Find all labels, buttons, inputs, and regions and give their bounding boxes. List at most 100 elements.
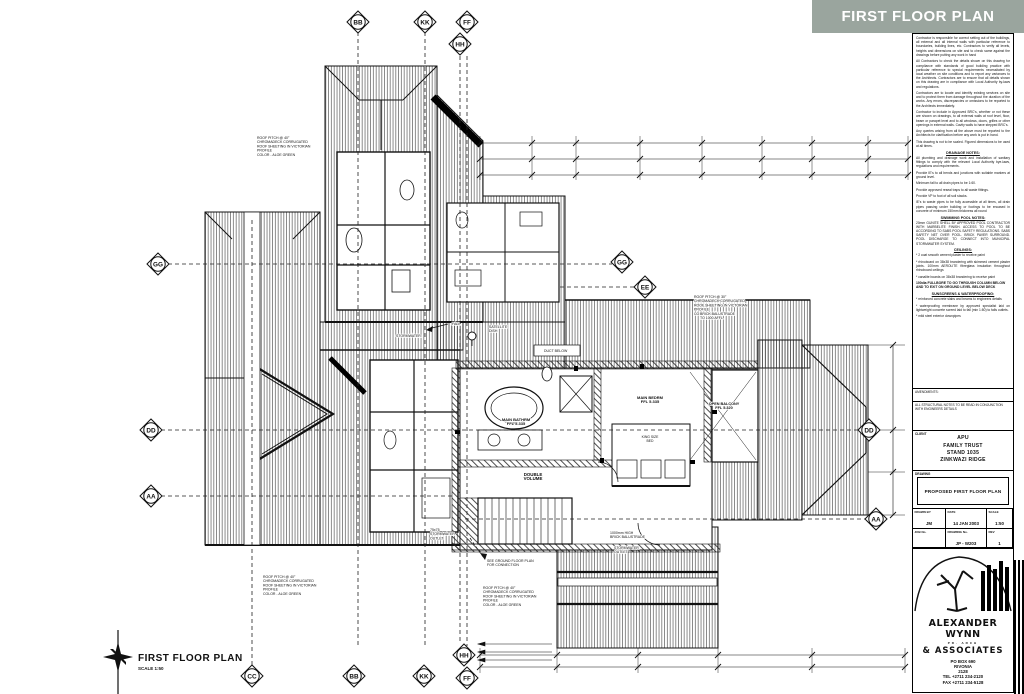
notes-paragraph: * canalite boards on 38x38 brandering to… [916, 274, 995, 279]
plan-annotation: DUCT BELOW [544, 349, 568, 353]
notes-paragraph: * waterproofing membrane by approved spe… [916, 303, 1010, 312]
list-item: FAX +2711 234-5128 [942, 679, 984, 685]
notes-paragraph: All Contractors to check the details sho… [916, 59, 1010, 89]
info-cell-value: JP - W203 [955, 540, 977, 546]
grid-marker-dd: DD [139, 418, 163, 442]
tree-icon [936, 570, 974, 612]
grid-marker-aa: AA [864, 507, 888, 531]
notes-paragraph: Provide IE's to all bends and junctions … [916, 170, 1010, 179]
firm-logo-block: ALEXANDER WYNN PR. ARCH & ASSOCIATES PO … [913, 548, 1013, 692]
svg-text:FF: FF [463, 19, 471, 26]
roof-planes [204, 65, 869, 649]
grid-marker-hh: HH [448, 32, 472, 56]
info-cell-label: DRAWN BY [914, 510, 931, 514]
info-cell-value: JM [925, 521, 933, 526]
plan-title: FIRST FLOOR PLAN [138, 653, 243, 664]
list-item: PO BOX 690 [950, 659, 976, 664]
svg-text:AA: AA [871, 516, 881, 523]
notes-paragraph: This drawing is not to be scaled. Figure… [916, 139, 1010, 148]
title-block-panel: Contractor is responsible for correct se… [912, 33, 1014, 693]
grid-marker-ff: FF [455, 666, 479, 690]
floor-plan-drawing: FIRST FLOOR PLAN SCALE 1:50 ROOF PITCH @… [103, 10, 912, 694]
floor-plan-canvas: FIRST FLOOR PLAN SCALE 1:50 ROOF PITCH @… [103, 10, 912, 694]
grid-marker-bb: BB [346, 10, 370, 34]
firm-tagline: PR. ARCH [947, 641, 979, 645]
svg-text:HH: HH [455, 41, 465, 48]
notes-paragraph: * 2 coat smooth cement plaster to receiv… [916, 253, 985, 258]
info-cell: REV 1 [987, 528, 1013, 548]
grid-marker-gg: GG [146, 252, 170, 276]
notes-paragraph: * reinforced concrete slabs and beams to… [916, 297, 1002, 302]
notes-section-heading: SUNSCREENS & WATERPROOFING: [931, 292, 995, 297]
info-cell: JOB No. [913, 528, 946, 548]
notes-paragraph: * mild steel exterior downpipes [916, 314, 961, 319]
grid-marker-gg: GG [610, 250, 634, 274]
page-title-bar: FIRST FLOOR PLAN [812, 0, 1024, 33]
svg-text:DD: DD [864, 427, 874, 434]
plan-annotation: STORMWATER [396, 334, 421, 338]
info-cell-value: 14 JAN 2003 [953, 521, 979, 526]
notes-paragraph: Contractor is responsible for correct se… [916, 36, 1010, 57]
info-cell-label: DRAWING No. [947, 529, 968, 534]
logo-edge-stripes [1014, 560, 1024, 694]
grid-marker-cc: CC [240, 664, 264, 688]
notes-paragraph: Provide VP to foot of all soil stacks. [916, 193, 968, 198]
amendment-rows: AMENDMENTS:ALL STRUCTURAL NOTES TO BE RE… [913, 388, 1013, 430]
page-title: FIRST FLOOR PLAN [841, 8, 995, 25]
notes-paragraph: Contractor to include in Approved BRC's,… [916, 110, 1010, 127]
grid-marker-bb: BB [342, 664, 366, 688]
notes-column: Contractor is responsible for correct se… [913, 34, 1013, 388]
hh-dimensions [476, 641, 552, 663]
grid-marker-aa: AA [139, 484, 163, 508]
notes-paragraph: * rhinoboard on 38x38 brandering with sk… [916, 259, 1010, 273]
info-cell: DRAWING No. JP - W203 [946, 528, 987, 548]
svg-text:DD: DD [146, 427, 156, 434]
info-cell-label: REV [988, 529, 995, 534]
notes-paragraph: Contractors are to locate and identify e… [916, 91, 1010, 108]
notes-paragraph: Minimum fall to all drain pipes to be 1:… [916, 181, 976, 186]
info-cell: DRAWN BY JM [913, 509, 946, 529]
grid-markers: BB KK FF HH GG DD AA GG EE DD AA CC BB KK HH FF [139, 10, 888, 690]
north-arrow-icon [103, 630, 133, 694]
grid-marker-dd: DD [857, 418, 881, 442]
central-rooms [426, 323, 759, 560]
svg-text:EE: EE [641, 284, 650, 291]
list-item: ZINKWAZI RIDGE [940, 457, 986, 464]
stairs [459, 497, 573, 545]
firm-associates: & ASSOCIATES [922, 646, 1004, 656]
notes-paragraph: 20mm GUNITE SHELL BY APPROVED POOL CONTR… [916, 220, 1010, 246]
list-item: ALL STRUCTURAL NOTES TO BE READ IN CONJU… [915, 403, 1003, 411]
info-cell-value: 1 [998, 540, 1001, 546]
svg-text:GG: GG [153, 261, 163, 268]
svg-text:BB: BB [349, 673, 359, 680]
list-item: TEL +2711 234-2120 [942, 674, 984, 680]
svg-text:HH: HH [459, 652, 469, 659]
grid-marker-kk: KK [412, 664, 436, 688]
svg-text:FF: FF [463, 675, 471, 682]
building-icon [981, 561, 1009, 611]
grid-lines [161, 32, 866, 666]
grid-marker-kk: KK [413, 10, 437, 34]
drawing-title-box: DRAWING PROPOSED FIRST FLOOR PLAN [913, 470, 1013, 508]
svg-text:KK: KK [420, 19, 430, 26]
info-cell-label: JOB No. [914, 529, 927, 534]
notes-section-heading: SWIMMING POOL NOTES: [940, 215, 986, 220]
list-item: STAND 1035 [946, 449, 980, 456]
dimension-lines [476, 136, 912, 673]
